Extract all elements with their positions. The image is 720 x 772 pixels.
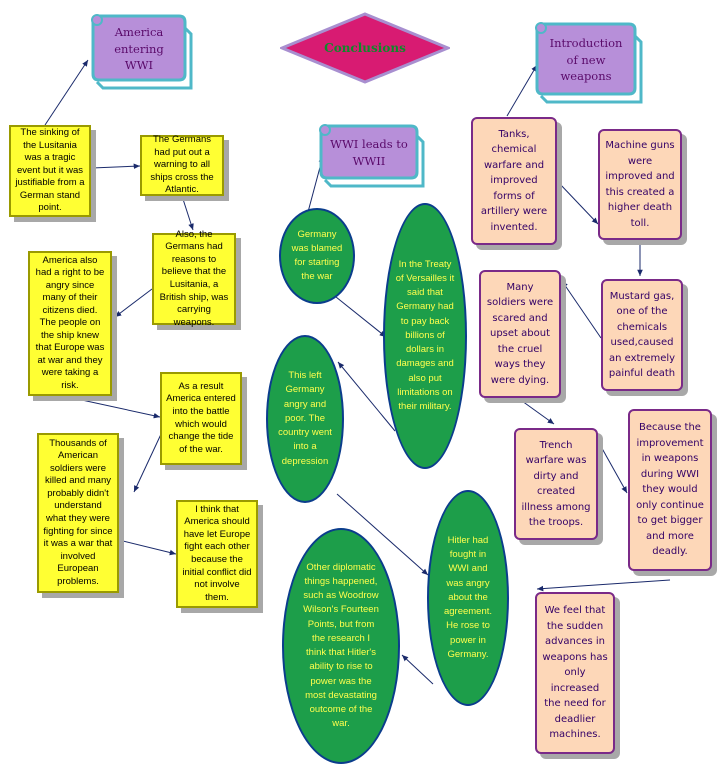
conclusions-title: Conclusions [280, 12, 450, 84]
arrow-reasons-to-angry [114, 288, 153, 318]
box-text: The sinking of the Lusitania was a tragi… [15, 127, 85, 214]
box-sudden-advances: We feel that the sudden advances in weap… [535, 592, 615, 754]
box-weapons-improvement: Because the improvement in weapons durin… [628, 409, 712, 571]
box-text: Mustard gas, one of the chemicals used,c… [608, 290, 676, 380]
ellipse-diplomatic-outcome: Other diplomatic things happened, such a… [282, 528, 400, 764]
arrow-improvement-to-advances [536, 579, 671, 592]
box-text: Because the improvement in weapons durin… [636, 422, 704, 558]
arrow-scared-to-trench [521, 400, 555, 425]
arrow-entered-to-soldiers [133, 431, 163, 493]
box-text: As a result America entered into the bat… [166, 380, 236, 455]
ellipse-germany-blamed: Germany was blamed for starting the war [279, 208, 355, 304]
box-germans-reasons: Also, the Germans had reasons to believe… [152, 229, 236, 328]
box-text: Thousands of American soldiers were kill… [43, 437, 113, 587]
arrow-angry-to-entered [67, 396, 161, 419]
box-soldiers-killed: Thousands of American soldiers were kill… [37, 433, 119, 593]
box-text: Trench warfare was dirty and created ill… [521, 439, 591, 529]
box-text: Machine guns were improved and this crea… [605, 140, 675, 229]
arrow-lusitania-to-warning [91, 163, 141, 170]
box-germans-warning: The Germans had put out a warning to all… [140, 134, 224, 196]
box-text: Also, the Germans had reasons to believe… [159, 228, 229, 328]
ellipse-germany-depression: This left Germany angry and poor. The co… [266, 335, 344, 503]
box-text: Many soldiers were scared and upset abou… [486, 281, 554, 386]
box-tanks-chemical: Tanks, chemical warfare and improved for… [471, 117, 557, 245]
ellipse-hitler-rise: Hitler had fought in WWI and was angry a… [427, 490, 509, 706]
arrow-blamed-to-treaty [335, 296, 387, 338]
box-america-entered: As a result America entered into the bat… [160, 372, 242, 465]
ellipse-text: Germany was blamed for starting the war [291, 228, 343, 283]
ellipse-text: Other diplomatic things happened, such a… [303, 561, 379, 730]
box-text: We feel that the sudden advances in weap… [542, 605, 608, 741]
ellipse-treaty-versailles: In the Treaty of Versailles it said that… [383, 203, 467, 469]
box-america-angry: America also had a right to be angry sin… [28, 251, 112, 396]
banner-america-entering-wwi: America entering WWI [89, 14, 193, 90]
arrow-tanks-to-machine [558, 182, 599, 225]
box-mustard-gas: Mustard gas, one of the chemicals used,c… [601, 279, 683, 391]
title-text: Conclusions [324, 41, 406, 55]
banner-label: Introduction of new weapons [549, 35, 623, 84]
box-text: America also had a right to be angry sin… [35, 254, 105, 391]
box-lusitania-justifiable: The sinking of the Lusitania was a tragi… [9, 125, 91, 217]
arrow-soldiers-to-opinion [118, 539, 177, 556]
box-text: The Germans had put out a warning to all… [150, 134, 214, 196]
arrow-warning-to-reasons [181, 195, 194, 231]
arrow-trench-to-improvement [598, 442, 628, 494]
arrow-hitler-to-diplomatic [401, 654, 434, 685]
banner-wwi-leads-to-wwii: WWI leads to WWII [317, 124, 425, 188]
banner-label: America entering WWI [114, 24, 164, 73]
ellipse-text: Hitler had fought in WWI and was angry a… [443, 534, 493, 660]
box-text: I think that America should have let Eur… [182, 503, 252, 603]
arrow-lusitania-to-america [44, 59, 89, 126]
ellipse-text: This left Germany angry and poor. The co… [278, 370, 332, 467]
box-soldiers-scared: Many soldiers were scared and upset abou… [479, 270, 561, 398]
banner-new-weapons: Introduction of new weapons [533, 22, 643, 104]
ellipse-text: In the Treaty of Versailles it said that… [395, 258, 455, 413]
box-machine-guns: Machine guns were improved and this crea… [598, 129, 682, 240]
arrow-mustard-to-scared [561, 280, 602, 339]
banner-label: WWI leads to WWII [330, 137, 408, 168]
box-text: Tanks, chemical warfare and improved for… [480, 128, 548, 233]
box-america-opinion: I think that America should have let Eur… [176, 500, 258, 608]
box-trench-warfare: Trench warfare was dirty and created ill… [514, 428, 598, 540]
